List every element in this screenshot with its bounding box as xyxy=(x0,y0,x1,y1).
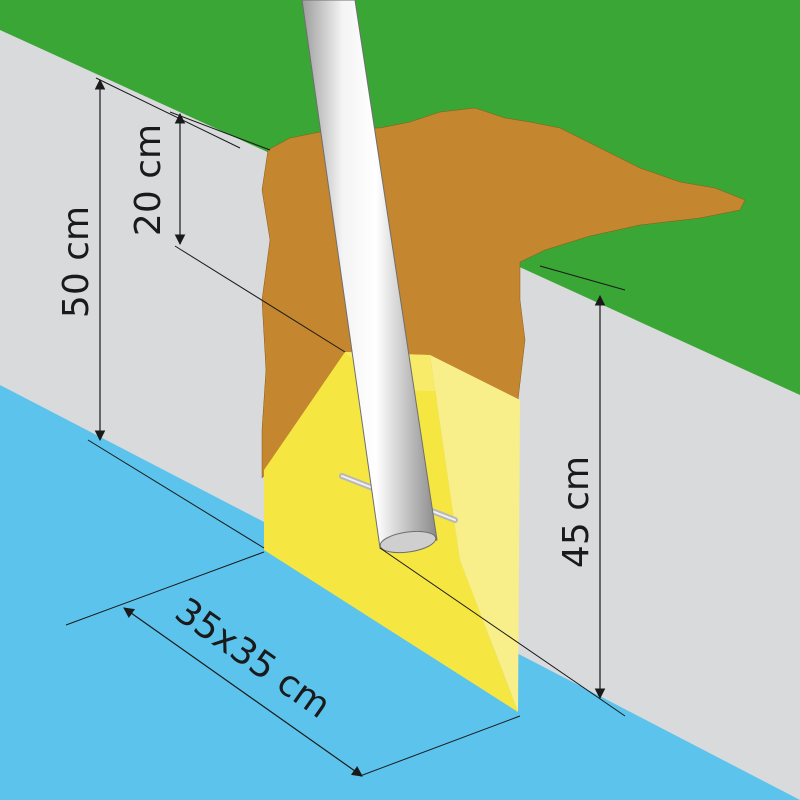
label-45cm: 45 cm xyxy=(556,456,597,568)
concrete-side xyxy=(430,355,520,712)
label-50cm: 50 cm xyxy=(56,206,97,318)
extension-lines xyxy=(65,77,626,777)
dimension-35x35cm xyxy=(123,607,363,777)
pole xyxy=(301,0,438,554)
label-20cm: 20 cm xyxy=(128,124,169,236)
